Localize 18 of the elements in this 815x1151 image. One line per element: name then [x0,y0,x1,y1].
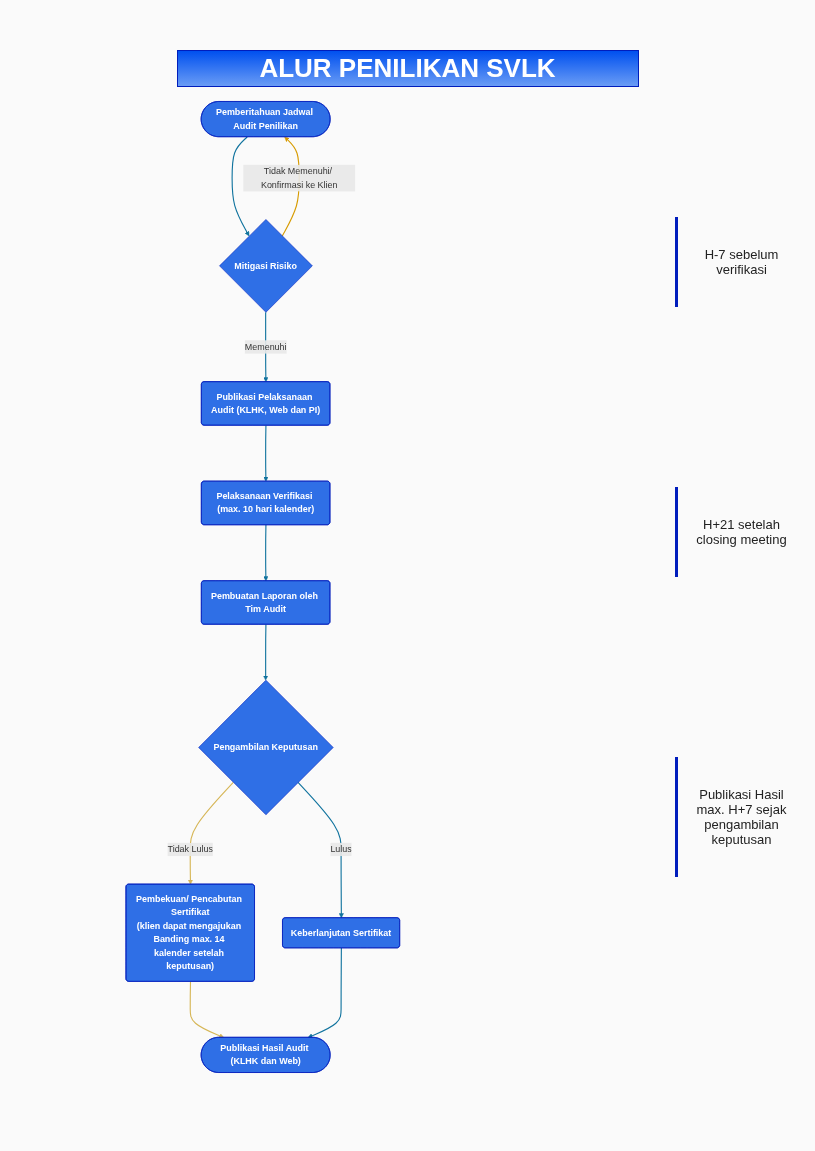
bracket-note: H-7 sebelum verifikasi [675,217,805,307]
edge-label: Tidak Memenuhi/ Konfirmasi ke Klien [260,166,338,190]
node-diamond: Pengambilan Keputusan [198,679,334,816]
edge-label: Memenuhi [244,341,287,352]
node-diamond: Mitigasi Risiko [219,219,313,313]
arrow [263,424,269,482]
title-banner: ALUR PENILIKAN SVLK [176,50,639,87]
edge-label: Tidak Lulus [167,844,213,854]
bracket-note: H+21 setelah closing meeting [675,487,805,577]
arrow [297,781,344,919]
arrow [187,781,234,885]
arrow [263,524,269,582]
arrow [263,624,269,681]
arrow [307,947,342,1039]
arrow [231,136,250,237]
edge-label: Lulus [330,844,352,854]
arrow [189,981,225,1039]
bracket-note: Publikasi Hasil max. H+7 sejak pengambilan keputusan [675,757,805,877]
